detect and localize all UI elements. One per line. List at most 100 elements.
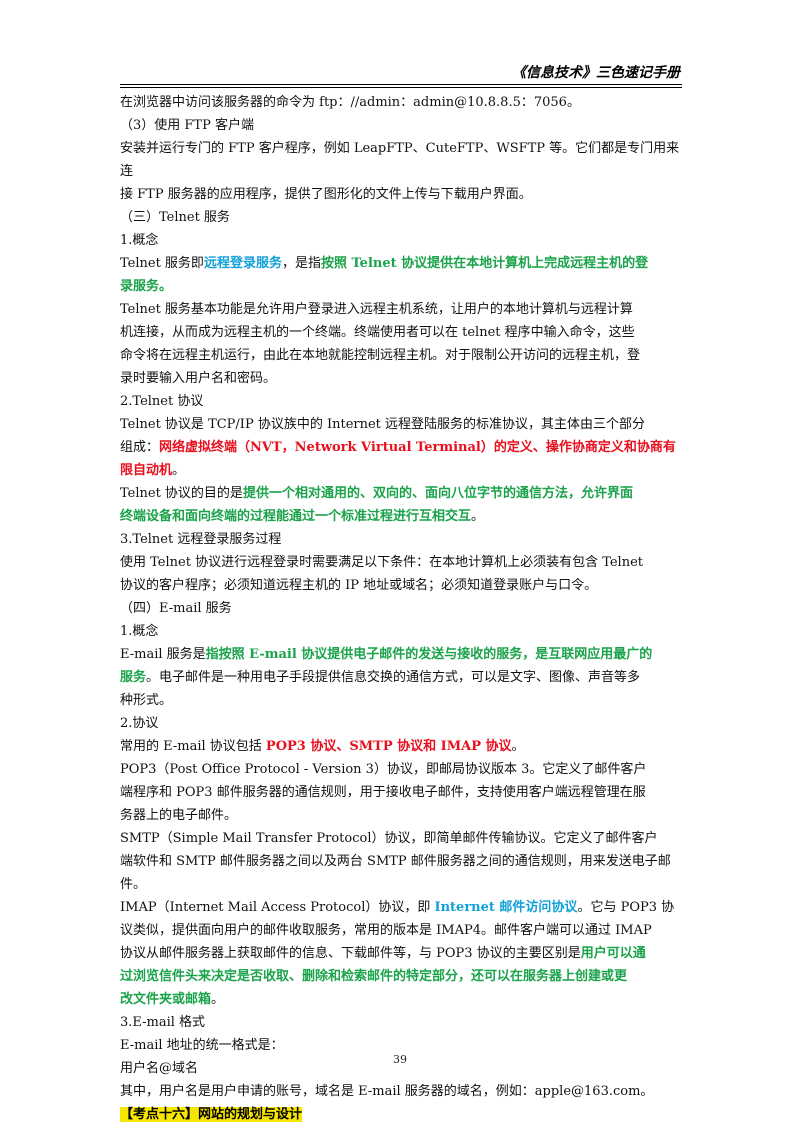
text-line: IMAP（Internet Mail Access Protocol）协议，即 … [120,896,683,919]
text-line: 种形式。 [120,689,683,712]
emphasis-kp: 【考点十六】网站的规划与设计 [120,1107,303,1122]
text-line: 议类似，提供面向用户的邮件收取服务，常用的版本是 IMAP4。邮件客户端可以通过… [120,919,683,942]
text-line: Telnet 协议的目的是提供一个相对通用的、双向的、面向八位字节的通信方法，允… [120,482,683,505]
text-run: 种形式。 [120,693,173,708]
text-run: 务器上的电子邮件。 [120,808,238,823]
text-line: 过浏览信件头来决定是否收取、删除和检索邮件的特定部分，还可以在服务器上创建或更 [120,965,683,988]
text-run: 组成： [120,440,160,455]
text-line: （四）E-mail 服务 [120,597,683,620]
text-line: 改文件夹或邮箱。 [120,988,683,1011]
text-line: 协议的客户程序；必须知道远程主机的 IP 地址或域名；必须知道登录账户与口令。 [120,574,683,597]
emphasis-cyan: Internet 邮件访问协议 [434,900,578,915]
text-line: 1.概念 [120,229,683,252]
text-run: Telnet 协议是 TCP/IP 协议族中的 Internet 远程登陆服务的… [120,417,646,432]
text-run: 3.Telnet 远程登录服务过程 [120,532,282,547]
text-run: IMAP（Internet Mail Access Protocol）协议，即 [120,900,435,915]
text-run: 机连接，从而成为远程主机的一个终端。终端使用者可以在 telnet 程序中输入命… [120,325,635,340]
emphasis-red: POP3 协议、SMTP 协议和 IMAP 协议 [265,739,512,754]
text-run: 。电子邮件是一种用电子手段提供信息交换的通信方式，可以是文字、图像、声音等多 [146,670,641,685]
text-run: 。 [172,463,186,478]
text-run: E-mail 地址的统一格式是： [120,1038,284,1053]
text-run: 协议的客户程序；必须知道远程主机的 IP 地址或域名；必须知道登录账户与口令。 [120,578,598,593]
text-run: 。 [471,509,485,524]
text-run: SMTP（Simple Mail Transfer Protocol）协议，即简… [120,831,658,846]
emphasis-green: 过浏览信件头来决定是否收取、删除和检索邮件的特定部分，还可以在服务器上创建或更 [120,969,628,984]
text-line: POP3（Post Office Protocol - Version 3）协议… [120,758,683,781]
text-run: 命令将在远程主机运行，由此在本地就能控制远程主机。对于限制公开访问的远程主机，登 [120,348,641,363]
text-line: 用户名@域名 [120,1057,683,1080]
text-line: 3.Telnet 远程登录服务过程 [120,528,683,551]
text-run: 协议从邮件服务器上获取邮件的信息、下载邮件等，与 POP3 协议的主要区别是 [120,946,581,961]
text-run: 使用 Telnet 协议进行远程登录时需要满足以下条件：在本地计算机上必须装有包… [120,555,644,570]
page-number: 39 [393,1053,407,1066]
emphasis-cyan: 远程登录服务 [203,256,282,271]
text-run: 。 [511,739,525,754]
text-run: （三）Telnet 服务 [120,210,230,225]
text-line: E-mail 服务是指按照 E-mail 协议提供电子邮件的发送与接收的服务，是… [120,643,683,666]
emphasis-green: 终端设备和面向终端的过程能通过一个标准过程进行互相交互 [120,509,472,524]
text-line: 安装并运行专门的 FTP 客户程序，例如 LeapFTP、CuteFTP、WSF… [120,137,683,183]
text-run: ，是指 [281,256,321,271]
text-run: E-mail 服务是 [120,647,206,662]
text-line: 限自动机。 [120,459,683,482]
emphasis-green: 服务 [120,670,147,685]
text-line: 协议从邮件服务器上获取邮件的信息、下载邮件等，与 POP3 协议的主要区别是用户… [120,942,683,965]
text-run: 用户名@域名 [120,1061,199,1076]
text-run: 2.协议 [120,716,159,731]
text-line: （三）Telnet 服务 [120,206,683,229]
text-run: POP3（Post Office Protocol - Version 3）协议… [120,762,647,777]
emphasis-green: 按照 Telnet 协议提供在本地计算机上完成远程主机的登 [320,256,649,271]
emphasis-green: 指按照 E-mail 协议提供电子邮件的发送与接收的服务，是互联网应用最广的 [205,647,653,662]
text-line: Telnet 服务基本功能是允许用户登录进入远程主机系统，让用户的本地计算机与远… [120,298,683,321]
text-line: 终端设备和面向终端的过程能通过一个标准过程进行互相交互。 [120,505,683,528]
text-line: 2.Telnet 协议 [120,390,683,413]
text-run: 接 FTP 服务器的应用程序，提供了图形化的文件上传与下载用户界面。 [120,187,532,202]
text-line: 其中，用户名是用户申请的账号，域名是 E-mail 服务器的域名，例如：appl… [120,1080,683,1103]
text-run: 议类似，提供面向用户的邮件收取服务，常用的版本是 IMAP4。邮件客户端可以通过… [120,923,652,938]
text-line: E-mail 地址的统一格式是： [120,1034,683,1057]
emphasis-red: 限自动机 [120,463,173,478]
text-run: 1.概念 [120,233,159,248]
text-run: 常用的 E-mail 协议包括 [120,739,266,754]
header-divider [120,84,682,88]
text-run: 端软件和 SMTP 邮件服务器之间以及两台 SMTP 邮件服务器之间的通信规则，… [120,854,671,869]
text-run: （四）E-mail 服务 [120,601,232,616]
text-run: 件。 [120,877,147,892]
text-line: 2.协议 [120,712,683,735]
text-run: 。它与 POP3 协 [577,900,675,915]
text-run: 在浏览器中访问该服务器的命令为 ftp：//admin：admin@10.8.8… [120,95,580,110]
text-run: 3.E-mail 格式 [120,1015,206,1030]
text-run: Telnet 服务基本功能是允许用户登录进入远程主机系统，让用户的本地计算机与远… [120,302,633,317]
text-line: 使用 Telnet 协议进行远程登录时需要满足以下条件：在本地计算机上必须装有包… [120,551,683,574]
text-line: 组成：网络虚拟终端（NVT，Network Virtual Terminal）的… [120,436,683,459]
text-line: 命令将在远程主机运行，由此在本地就能控制远程主机。对于限制公开访问的远程主机，登 [120,344,683,367]
text-line: 件。 [120,873,683,896]
text-line: 端程序和 POP3 邮件服务器的通信规则，用于接收电子邮件，支持使用客户端远程管… [120,781,683,804]
text-line: 录时要输入用户名和密码。 [120,367,683,390]
text-line: 3.E-mail 格式 [120,1011,683,1034]
text-line: 端软件和 SMTP 邮件服务器之间以及两台 SMTP 邮件服务器之间的通信规则，… [120,850,683,873]
text-run: 端程序和 POP3 邮件服务器的通信规则，用于接收电子邮件，支持使用客户端远程管… [120,785,646,800]
emphasis-green: 提供一个相对通用的、双向的、面向八位字节的通信方法，允许界面 [242,486,633,501]
text-run: 安装并运行专门的 FTP 客户程序，例如 LeapFTP、CuteFTP、WSF… [120,141,680,179]
text-line: 【考点十六】网站的规划与设计 [120,1103,683,1126]
emphasis-green: 用户可以通 [580,946,646,961]
emphasis-red: 网络虚拟终端（NVT，Network Virtual Terminal）的定义、… [159,440,676,455]
text-line: Telnet 协议是 TCP/IP 协议族中的 Internet 远程登陆服务的… [120,413,683,436]
text-run: 1.概念 [120,624,159,639]
text-line: （3）使用 FTP 客户端 [120,114,683,137]
text-line: SMTP（Simple Mail Transfer Protocol）协议，即简… [120,827,683,850]
text-line: 录服务。 [120,275,683,298]
text-run: 录时要输入用户名和密码。 [120,371,277,386]
text-line: 常用的 E-mail 协议包括 POP3 协议、SMTP 协议和 IMAP 协议… [120,735,683,758]
emphasis-green: 录服务。 [120,279,173,294]
text-run: 。 [211,992,225,1007]
text-line: Telnet 服务即远程登录服务，是指按照 Telnet 协议提供在本地计算机上… [120,252,683,275]
text-run: 2.Telnet 协议 [120,394,204,409]
text-line: 务器上的电子邮件。 [120,804,683,827]
text-line: 机连接，从而成为远程主机的一个终端。终端使用者可以在 telnet 程序中输入命… [120,321,683,344]
text-run: 其中，用户名是用户申请的账号，域名是 E-mail 服务器的域名，例如：appl… [120,1084,654,1099]
running-header-title: 《信息技术》三色速记手册 [512,65,680,81]
text-run: Telnet 服务即 [120,256,204,271]
text-line: 1.概念 [120,620,683,643]
